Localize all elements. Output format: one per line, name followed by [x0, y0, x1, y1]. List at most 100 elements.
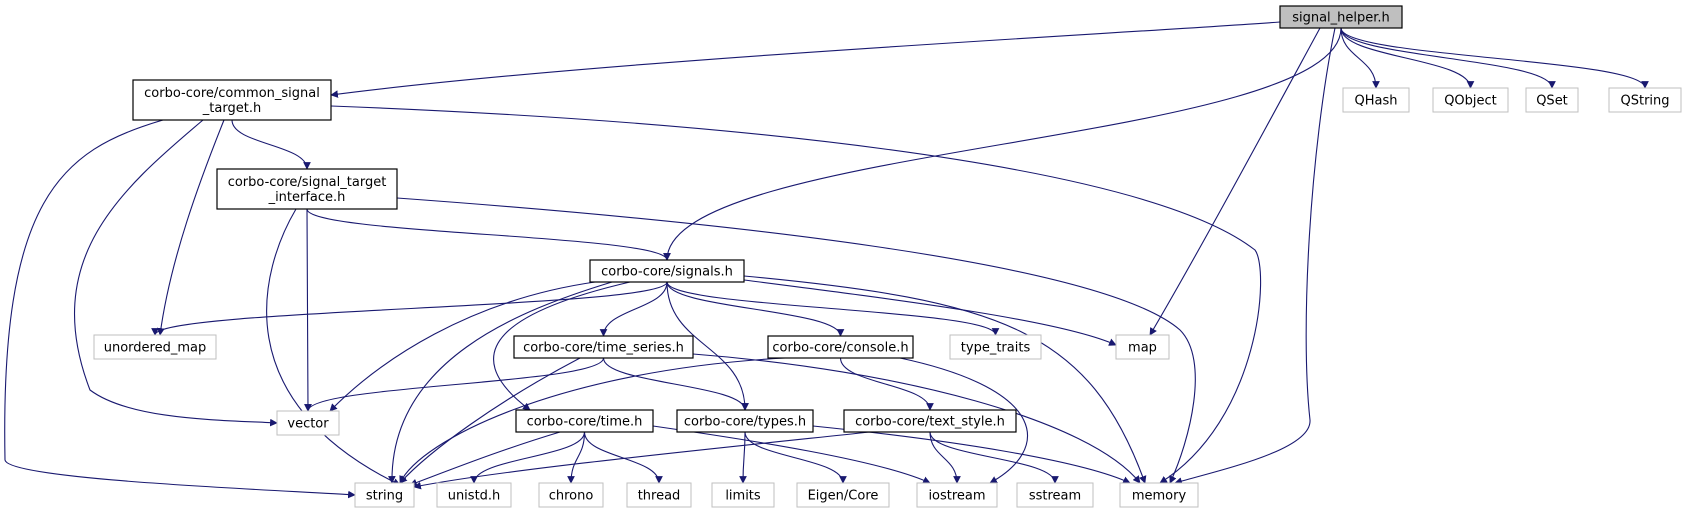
node-box-memory — [1119, 482, 1199, 508]
edge-signals-to-time_series — [599, 281, 668, 337]
node-box-types — [676, 409, 814, 433]
node-label-signal_target_interface-line1: corbo-core/signal_target — [228, 175, 387, 190]
node-label-QObject: QObject — [1444, 94, 1497, 109]
node-signal_target_interface[interactable]: corbo-core/signal_target_interface.h — [216, 168, 398, 210]
node-label-iostream: iostream — [928, 489, 985, 504]
node-box-signal_helper — [1279, 5, 1403, 29]
edge-signals-to-memory — [743, 275, 1147, 484]
node-box-text_style — [843, 409, 1017, 433]
edge-signal_helper-to-common_signal_target — [330, 21, 1281, 98]
edge-signals-to-types — [666, 281, 749, 411]
node-label-text_style: corbo-core/text_style.h — [855, 415, 1005, 430]
node-chrono: chrono — [538, 482, 604, 508]
edge-time-to-string — [409, 431, 561, 487]
edge-signals-to-unordered_map — [151, 281, 668, 336]
node-label-signals: corbo-core/signals.h — [601, 265, 733, 280]
node-label-common_signal_target-line2: _target.h — [202, 101, 261, 116]
edge-time_series-to-string — [399, 357, 581, 484]
node-box-signal_target_interface — [216, 168, 398, 210]
edge-signals-to-type_traits — [666, 281, 1000, 336]
node-label-unordered_map: unordered_map — [104, 341, 207, 356]
node-label-vector: vector — [287, 417, 329, 432]
node-QString: QString — [1608, 87, 1682, 113]
node-box-chrono — [538, 482, 604, 508]
node-box-QSet — [1525, 87, 1579, 113]
edge-signals-to-map — [743, 279, 1117, 346]
edge-signal_helper-to-memory — [1174, 27, 1336, 485]
edge-text_style-to-string — [413, 431, 871, 490]
edge-signal_helper-to-QObject — [1340, 27, 1475, 89]
node-signal_helper[interactable]: signal_helper.h — [1279, 5, 1403, 29]
node-unistd: unistd.h — [436, 482, 512, 508]
edge-time_series-to-vector — [304, 357, 605, 412]
node-box-time_series — [513, 335, 694, 359]
edge-signal_helper-to-QSet — [1340, 27, 1556, 89]
node-label-eigen_core: Eigen/Core — [808, 489, 879, 504]
edge-signal_target_interface-to-vector — [304, 208, 312, 412]
edge-time_series-to-memory — [692, 353, 1141, 484]
edge-console-to-text_style — [839, 357, 934, 411]
edge-console-to-iostream — [899, 357, 1028, 484]
node-label-memory: memory — [1132, 489, 1187, 504]
node-type_traits: type_traits — [949, 334, 1042, 360]
node-time_series[interactable]: corbo-core/time_series.h — [513, 335, 694, 359]
node-box-map — [1115, 334, 1170, 360]
edge-common_signal_target-to-vector — [73, 119, 278, 427]
edge-time-to-chrono — [567, 431, 586, 484]
node-box-limits — [711, 482, 775, 508]
node-console[interactable]: corbo-core/console.h — [767, 335, 914, 359]
node-sstream: sstream — [1016, 482, 1094, 508]
edge-common_signal_target-to-string — [4, 119, 356, 499]
node-map: map — [1115, 334, 1170, 360]
node-box-console — [767, 335, 914, 359]
node-label-limits: limits — [725, 489, 761, 504]
node-vector: vector — [276, 410, 340, 436]
node-iostream: iostream — [916, 482, 998, 508]
node-unordered_map: unordered_map — [93, 334, 217, 360]
node-label-QString: QString — [1620, 94, 1669, 109]
node-box-QHash — [1342, 87, 1410, 113]
node-label-common_signal_target-line1: corbo-core/common_signal — [144, 86, 320, 101]
node-box-type_traits — [949, 334, 1042, 360]
node-QSet: QSet — [1525, 87, 1579, 113]
edge-signals-to-console — [666, 281, 845, 337]
edge-signal_target_interface-to-string — [266, 208, 401, 486]
node-signals[interactable]: corbo-core/signals.h — [589, 259, 745, 283]
node-text_style[interactable]: corbo-core/text_style.h — [843, 409, 1017, 433]
node-label-map: map — [1128, 341, 1157, 356]
node-box-iostream — [916, 482, 998, 508]
node-memory: memory — [1119, 482, 1199, 508]
edge-signal_helper-to-map — [1149, 27, 1321, 336]
node-string: string — [354, 482, 415, 508]
node-box-unistd — [436, 482, 512, 508]
node-label-time_series: corbo-core/time_series.h — [523, 341, 684, 356]
node-common_signal_target[interactable]: corbo-core/common_signal_target.h — [132, 79, 332, 121]
edge-common_signal_target-to-unordered_map — [157, 119, 225, 336]
edge-signals-to-time — [493, 281, 631, 411]
edge-signal_helper-to-QString — [1340, 27, 1649, 89]
node-box-signals — [589, 259, 745, 283]
edge-common_signal_target-to-signal_target_interface — [231, 119, 311, 170]
node-thread: thread — [626, 482, 692, 508]
edge-text_style-to-iostream — [929, 431, 961, 484]
node-box-sstream — [1016, 482, 1094, 508]
node-label-string: string — [366, 489, 403, 504]
node-label-QSet: QSet — [1536, 94, 1568, 109]
edge-types-to-eigen_core — [744, 431, 847, 484]
node-box-time — [515, 409, 654, 433]
node-types[interactable]: corbo-core/types.h — [676, 409, 814, 433]
nodes-layer: signal_helper.hcorbo-core/common_signal_… — [93, 5, 1682, 508]
edge-console-to-string — [399, 357, 786, 484]
edges-layer — [4, 21, 1649, 499]
node-label-thread: thread — [638, 489, 681, 504]
node-time[interactable]: corbo-core/time.h — [515, 409, 654, 433]
node-QHash: QHash — [1342, 87, 1410, 113]
node-eigen_core: Eigen/Core — [796, 482, 890, 508]
edge-signal_target_interface-to-memory — [396, 197, 1196, 484]
node-box-vector — [276, 410, 340, 436]
edge-common_signal_target-to-memory — [330, 105, 1262, 484]
node-label-signal_target_interface-line2: _interface.h — [268, 190, 346, 205]
node-box-common_signal_target — [132, 79, 332, 121]
edge-time_series-to-types — [602, 357, 749, 411]
